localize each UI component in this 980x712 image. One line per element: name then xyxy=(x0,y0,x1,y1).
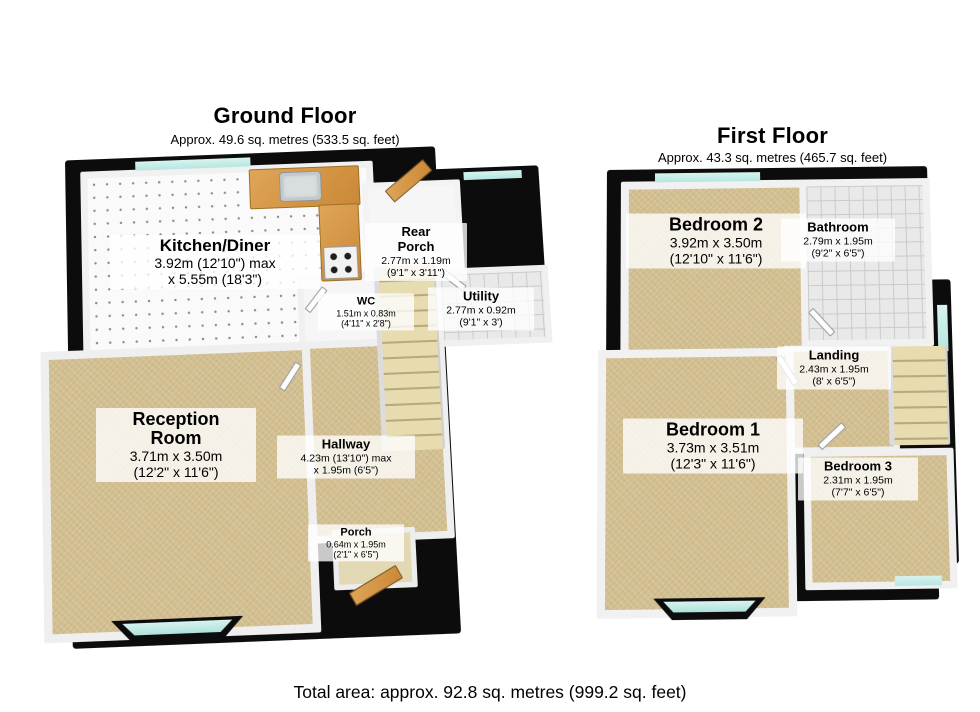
first-floor-plan: Bedroom 2 3.92m x 3.50m (12'10" x 11'6")… xyxy=(585,166,960,614)
first-floor-subtitle: Approx. 43.3 sq. metres (465.7 sq. feet) xyxy=(657,150,888,165)
room-label-hallway: Hallway 4.23m (13'10") max x 1.95m (6'5"… xyxy=(277,435,415,479)
first-floor-title: First Floor xyxy=(717,123,828,148)
room-label-bedroom1: Bedroom 1 3.73m x 3.51m (12'3" x 11'6") xyxy=(623,418,803,474)
ground-floor-subtitle: Approx. 49.6 sq. metres (533.5 sq. feet) xyxy=(170,132,400,147)
room-label-reception: Reception Room 3.71m x 3.50m (12'2" x 11… xyxy=(96,408,256,482)
first-floor-labels: Bedroom 2 3.92m x 3.50m (12'10" x 11'6")… xyxy=(585,166,960,614)
room-label-rear-porch: Rear Porch 2.77m x 1.19m (9'1" x 3'11") xyxy=(365,223,467,281)
room-label-porch: Porch 0.64m x 1.95m (2'1" x 6'5") xyxy=(308,524,404,562)
room-label-bedroom3: Bedroom 3 2.31m x 1.95m (7'7" x 6'5") xyxy=(798,457,918,501)
ground-floor-labels: Kitchen/Diner 3.92m (12'10") max x 5.55m… xyxy=(30,150,545,632)
room-label-wc: WC 1.51m x 0.83m (4'11" x 2'8") xyxy=(318,293,414,331)
room-label-utility: Utility 2.77m x 0.92m (9'1" x 3') xyxy=(428,287,534,331)
room-label-bathroom: Bathroom 2.79m x 1.95m (9'2" x 6'5") xyxy=(781,218,895,262)
total-area-text: Total area: approx. 92.8 sq. metres (999… xyxy=(293,682,687,702)
room-label-bedroom2: Bedroom 2 3.92m x 3.50m (12'10" x 11'6") xyxy=(626,213,806,269)
ground-floor-plan: Kitchen/Diner 3.92m (12'10") max x 5.55m… xyxy=(30,146,553,649)
ground-floor-title: Ground Floor xyxy=(213,103,357,128)
room-label-kitchen: Kitchen/Diner 3.92m (12'10") max x 5.55m… xyxy=(110,234,320,290)
room-label-landing: Landing 2.43m x 1.95m (8' x 6'5") xyxy=(777,346,891,390)
